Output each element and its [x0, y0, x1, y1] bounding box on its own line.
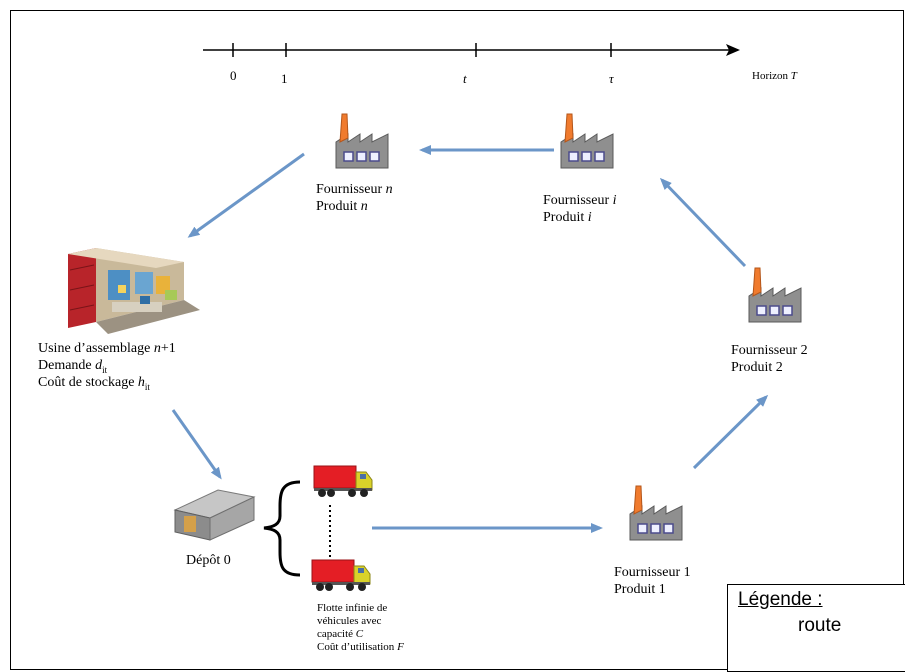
supplier-1-label: Fournisseur 1 Produit 1: [614, 565, 691, 597]
depot-label: Dépôt 0: [186, 553, 231, 568]
timeline-horizon-label: Horizon T: [752, 70, 797, 82]
legend-title: Légende :: [738, 589, 823, 610]
supplier-1-factory-icon: [629, 485, 683, 541]
fleet-label: Flotte infinie de véhicules avec capacit…: [317, 602, 404, 653]
fleet-brace: [263, 480, 301, 577]
depot-warehouse-icon: [173, 489, 256, 541]
diagram-frame: [10, 10, 904, 670]
route-arrow-plant-to-depot: [171, 409, 222, 480]
timeline-label-t: t: [463, 71, 467, 86]
assembly-plant-label: Usine d’assemblage n+1 Demande dit Coût …: [38, 341, 176, 392]
supplier-n-label: Fournisseur n Produit n: [316, 182, 393, 214]
timeline-label-tau: τ: [609, 71, 614, 86]
timeline-label-0: 0: [230, 68, 237, 83]
supplier-n-factory-icon: [335, 113, 389, 169]
route-arrow-supplier-1-to-supplier-2: [692, 394, 769, 470]
timeline: [203, 43, 740, 57]
supplier-i-factory-icon: [560, 113, 614, 169]
route-arrow-supplier-n-to-plant: [187, 152, 305, 238]
route-arrows: [171, 145, 769, 533]
timeline-label-1: 1: [281, 71, 288, 86]
supplier-2-label: Fournisseur 2 Produit 2: [731, 343, 808, 375]
supplier-2-factory-icon: [748, 267, 802, 323]
fleet-truck-top-icon: [313, 465, 373, 498]
legend-route-label: route: [798, 615, 842, 636]
legend-box: Légende : route: [727, 584, 905, 672]
supplier-i-label: Fournisseur i Produit i: [543, 193, 617, 225]
route-arrow-supplier-2-to-supplier-i: [659, 177, 747, 268]
fleet-truck-bottom-icon: [311, 559, 371, 592]
assembly-plant-icon: [68, 248, 200, 334]
